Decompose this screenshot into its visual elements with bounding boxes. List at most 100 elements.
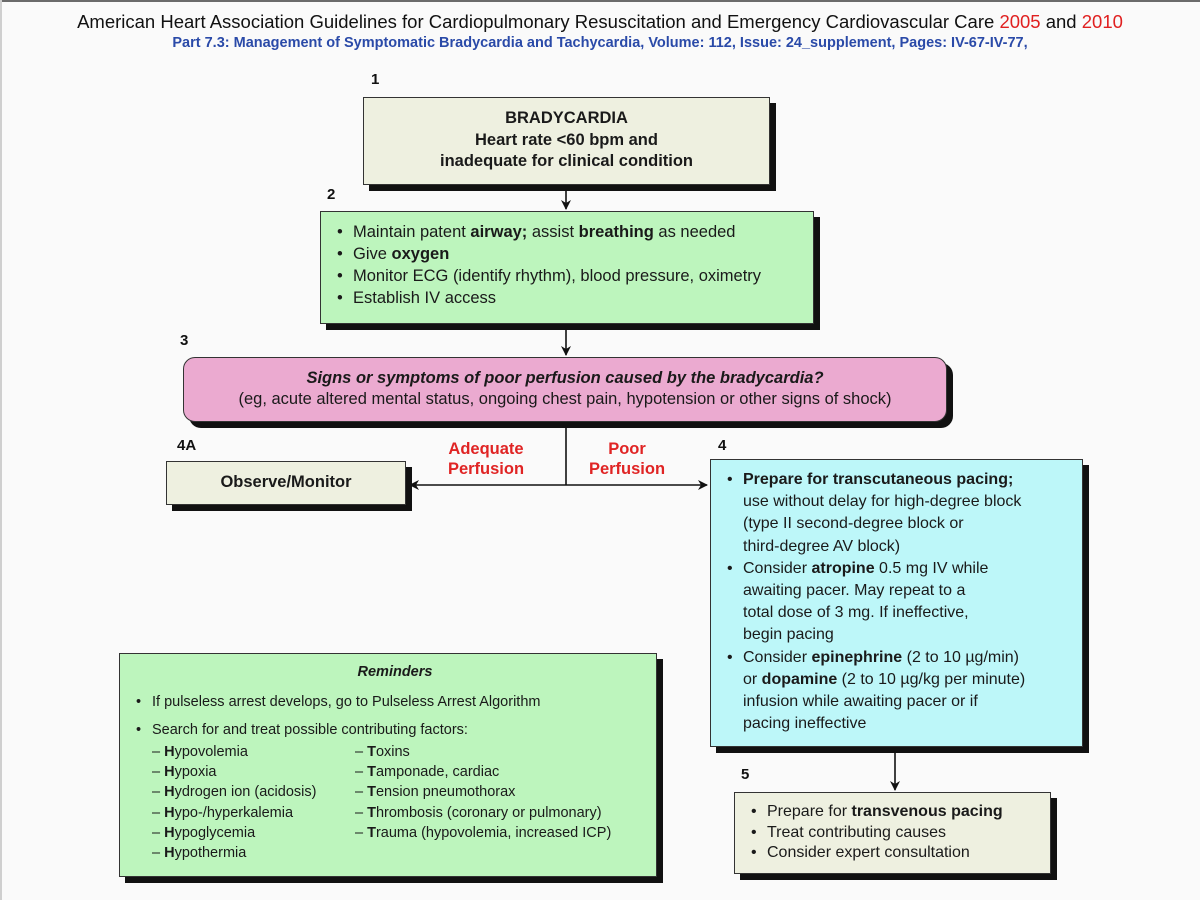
step-4-text: (2 to 10 µg/kg per minute)	[837, 670, 1026, 688]
step-4-text: use without delay for high-degree block	[743, 493, 1022, 511]
factor-initial: T	[367, 804, 376, 821]
step-4-list: Prepare for transcutaneous pacing; use wi…	[725, 469, 1082, 735]
factor-rest: oxins	[375, 744, 410, 760]
reminders-title: Reminders	[357, 664, 433, 680]
factor-initial: T	[367, 764, 376, 781]
step-4-line: use without delay for high-degree block	[743, 491, 1082, 513]
step-4-line: begin pacing	[743, 624, 1082, 646]
factor-initial: H	[164, 824, 175, 841]
t-factor: – Tension pneumothorax	[355, 782, 611, 802]
dash: –	[152, 845, 165, 862]
h-factor: – Hypo-/hyperkalemia	[152, 803, 355, 823]
step-4-text: (type II second-degree block or	[743, 515, 964, 533]
step-4-bold-text: Prepare for transcutaneous pacing;	[743, 471, 1014, 488]
step-5-text: Consider expert consultation	[767, 844, 970, 861]
reminders-box: Reminders If pulseless arrest develops, …	[119, 653, 657, 877]
dash: –	[152, 804, 165, 821]
dash: –	[355, 744, 368, 760]
step-3-question: Signs or symptoms of poor perfusion caus…	[306, 369, 824, 387]
dash: –	[152, 764, 165, 781]
branch-label-adequate-perfusion: Adequate Perfusion	[436, 439, 536, 479]
step-2-text: as needed	[653, 223, 736, 241]
step-5-list-item: Consider expert consultation	[749, 843, 1050, 864]
step-4-line: or dopamine (2 to 10 µg/kg per minute)	[743, 669, 1082, 691]
page-title: American Heart Association Guidelines fo…	[0, 11, 1200, 33]
step-number-4: 4	[718, 437, 727, 454]
h-factor: – Hydrogen ion (acidosis)	[152, 782, 355, 802]
step-4-line: third-degree AV block)	[743, 536, 1082, 558]
step-5-list-item: Prepare for transvenous pacing	[749, 802, 1050, 823]
step-number-3: 3	[180, 332, 189, 349]
factor-initial: H	[164, 845, 175, 862]
step-2-list-item: Maintain patent airway; assist breathing…	[335, 221, 813, 243]
factor-initial: H	[164, 744, 175, 760]
dash: –	[355, 824, 368, 841]
frame-top-border	[0, 0, 1200, 2]
step-4-line: (type II second-degree block or	[743, 513, 1082, 535]
contributing-factors-columns: – Hypovolemia– Hypoxia– Hydrogen ion (ac…	[134, 742, 656, 863]
reminder-contributing-factors: Search for and treat possible contributi…	[134, 720, 656, 740]
factor-initial: T	[367, 744, 376, 760]
factor-initial: H	[164, 804, 175, 821]
adequate-line2: Perfusion	[447, 460, 525, 478]
factor-rest: hrombosis (coronary or pulmonary)	[375, 804, 602, 821]
title-year-2005: 2005	[999, 11, 1041, 32]
step-2-list-item: Establish IV access	[335, 287, 813, 309]
step-1-line3: inadequate for clinical condition	[439, 152, 694, 170]
factor-rest: rauma (hypovolemia, increased ICP)	[375, 824, 612, 841]
h-factors-column: – Hypovolemia– Hypoxia– Hydrogen ion (ac…	[152, 742, 355, 863]
step-2-text: Monitor ECG (identify rhythm), blood pre…	[353, 267, 762, 285]
dash: –	[152, 744, 165, 760]
step-1-bradycardia-box: BRADYCARDIA Heart rate <60 bpm and inade…	[363, 97, 770, 185]
h-factor: – Hypothermia	[152, 843, 355, 863]
step-2-bold-text: oxygen	[391, 245, 450, 263]
step-2-text: assist	[527, 223, 579, 241]
step-4-text: infusion while awaiting pacer or if	[743, 693, 978, 711]
step-4-pacing-box: Prepare for transcutaneous pacing; use wi…	[710, 459, 1083, 747]
step-2-list: Maintain patent airway; assist breathing…	[335, 221, 813, 309]
step-4-line: pacing ineffective	[743, 713, 1082, 735]
step-2-text: Establish IV access	[353, 289, 497, 307]
step-5-list-item: Treat contributing causes	[749, 823, 1050, 844]
title-text: American Heart Association Guidelines fo…	[77, 11, 995, 32]
factor-initial: H	[164, 764, 175, 781]
step-4-bold-text: dopamine	[761, 670, 838, 688]
step-2-initial-care-box: Maintain patent airway; assist breathing…	[320, 211, 814, 324]
t-factor: – Trauma (hypovolemia, increased ICP)	[355, 823, 611, 843]
step-3-examples: (eg, acute altered mental status, ongoin…	[238, 390, 892, 408]
factor-initial: H	[164, 784, 175, 801]
step-4-text: total dose of 3 mg. If ineffective,	[743, 604, 969, 622]
factor-initial: T	[367, 824, 376, 841]
dash: –	[355, 804, 368, 821]
reminder-pulseless-arrest: If pulseless arrest develops, go to Puls…	[134, 692, 656, 712]
step-1-line2: Heart rate <60 bpm and	[475, 130, 658, 149]
title-year-2010: 2010	[1081, 11, 1123, 32]
t-factor: – Toxins	[355, 742, 611, 762]
dash: –	[152, 784, 165, 801]
step-4-text: third-degree AV block)	[743, 537, 901, 555]
dash: –	[355, 764, 368, 781]
factor-rest: ypothermia	[174, 845, 247, 862]
branch-label-poor-perfusion: Poor Perfusion	[578, 439, 676, 479]
title-and: and	[1045, 11, 1077, 32]
dash: –	[355, 784, 368, 801]
step-4-line: Consider epinephrine (2 to 10 µg/min)	[743, 647, 1082, 669]
step-number-4a: 4A	[177, 437, 197, 454]
step-4-text: awaiting pacer. May repeat to a	[743, 582, 966, 600]
step-3-perfusion-question-box: Signs or symptoms of poor perfusion caus…	[183, 357, 947, 422]
factor-rest: ydrogen ion (acidosis)	[174, 784, 317, 801]
h-factor: – Hypovolemia	[152, 742, 355, 762]
step-4-text: pacing ineffective	[743, 715, 867, 733]
step-4-bold-text: atropine	[811, 559, 875, 577]
factor-rest: ypoglycemia	[174, 824, 256, 841]
factor-initial: T	[367, 784, 376, 801]
step-2-bold-text: airway;	[470, 223, 528, 241]
h-factor: – Hypoxia	[152, 762, 355, 782]
step-4-line: Prepare for transcutaneous pacing;	[743, 469, 1082, 491]
step-2-bold-text: breathing	[578, 223, 654, 241]
poor-line2: Perfusion	[588, 460, 666, 478]
t-factor: – Tamponade, cardiac	[355, 762, 611, 782]
step-4-text: Consider	[743, 648, 812, 666]
step-1-title: BRADYCARDIA	[505, 109, 628, 127]
